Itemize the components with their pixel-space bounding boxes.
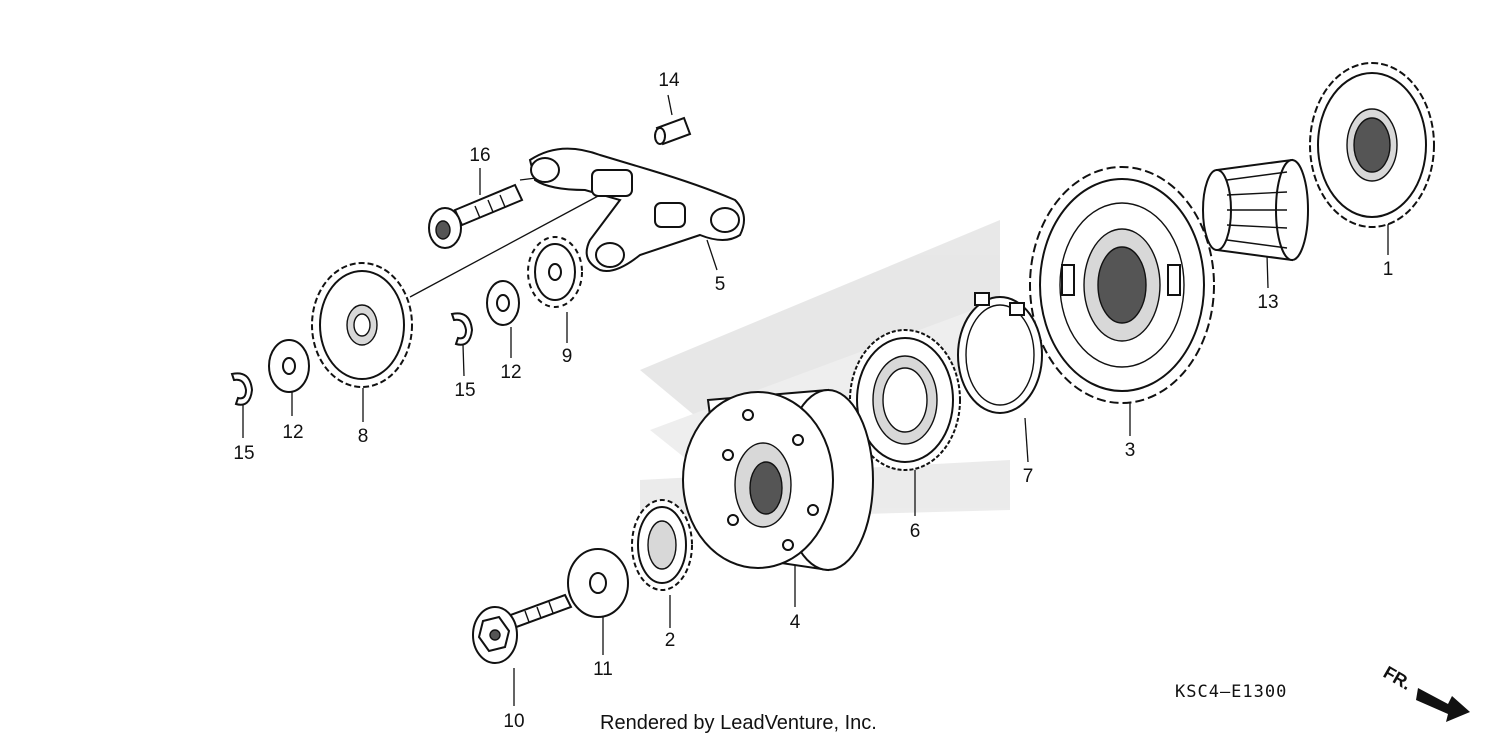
callout-15b: 15 [233, 443, 254, 464]
one-way-clutch-part-6 [849, 329, 961, 471]
callout-7: 7 [1023, 466, 1034, 487]
idle-gear-part-8 [311, 262, 413, 388]
callout-16: 16 [469, 145, 490, 166]
callout-9: 9 [562, 346, 573, 367]
callout-6: 6 [910, 521, 921, 542]
callout-8: 8 [358, 426, 369, 447]
starter-clutch-outer-part-4 [682, 388, 874, 572]
front-label: FR. [1380, 662, 1415, 694]
flange-bolt-part-10 [472, 593, 573, 664]
washer-part-12-lower [268, 339, 310, 393]
front-arrow-icon [1416, 688, 1470, 722]
washer-part-11 [567, 548, 629, 618]
callout-2: 2 [665, 630, 676, 651]
washer-part-12-upper [486, 280, 520, 326]
bracket-part-5 [528, 147, 745, 272]
gear-part-2 [631, 499, 693, 591]
callout-11: 11 [593, 659, 613, 680]
callout-12a: 12 [500, 362, 521, 383]
leader-lines [242, 94, 1389, 706]
needle-bearing-part-13 [1202, 158, 1309, 262]
dowel-pin-part-14 [654, 116, 692, 146]
snap-ring-part-15-lower [230, 372, 254, 406]
catalog-code: KSC4—E1300 [1175, 682, 1287, 702]
credit-text: Rendered by LeadVenture, Inc. [600, 712, 877, 734]
callout-3: 3 [1125, 440, 1136, 461]
starter-driven-gear-part-3 [1029, 166, 1215, 404]
socket-bolt-part-16 [428, 183, 524, 249]
callout-10: 10 [503, 711, 524, 732]
snap-ring-part-15-upper [450, 312, 474, 346]
callout-labels: 1 2 3 4 5 6 7 8 9 10 11 12 12 13 14 15 1… [233, 70, 1393, 732]
idle-gear-part-9 [527, 236, 583, 308]
callout-1: 1 [1383, 259, 1394, 280]
callout-14: 14 [658, 70, 680, 91]
callout-12b: 12 [282, 422, 303, 443]
retaining-ring-part-7 [957, 292, 1043, 414]
front-direction-indicator: FR. [1380, 662, 1470, 722]
callout-4: 4 [790, 612, 801, 633]
callout-13: 13 [1257, 292, 1278, 313]
gear-part-1 [1309, 62, 1435, 228]
callout-5: 5 [715, 274, 726, 295]
callout-15a: 15 [454, 380, 475, 401]
